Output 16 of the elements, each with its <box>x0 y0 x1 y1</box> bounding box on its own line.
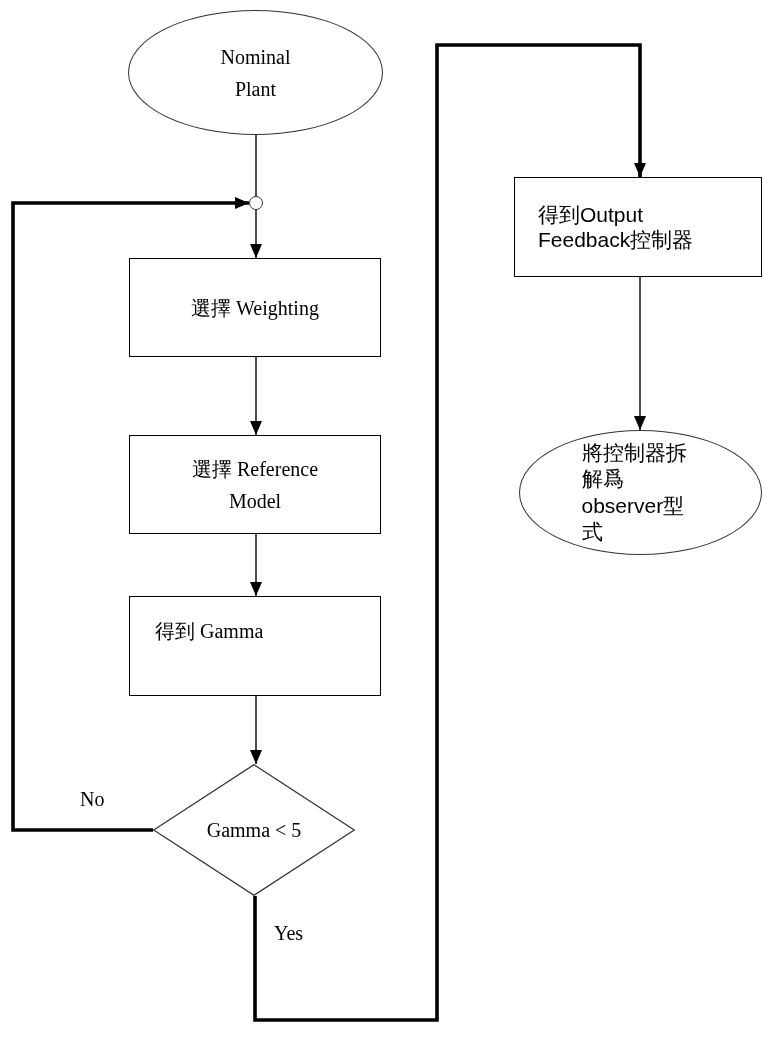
arrow <box>250 695 262 765</box>
arrow <box>250 356 262 436</box>
arrow <box>634 276 646 431</box>
process-box: 選擇 Weighting <box>129 258 381 357</box>
terminal-ellipse: 將控制器拆解爲observer型式 <box>519 430 762 555</box>
arrow <box>250 209 262 259</box>
process-box: 選擇 Reference Model <box>129 435 381 534</box>
arrow <box>11 197 249 832</box>
process-box: 得到 Gamma <box>129 596 381 696</box>
arrow <box>253 43 646 1022</box>
process-box: 得到Output Feedback控制器 <box>514 177 762 277</box>
connector-line <box>255 134 257 197</box>
arrow <box>250 533 262 597</box>
junction-circle <box>249 196 263 210</box>
decision-diamond: Gamma < 5 <box>153 764 355 896</box>
terminal-ellipse: Nominal Plant <box>128 10 383 135</box>
